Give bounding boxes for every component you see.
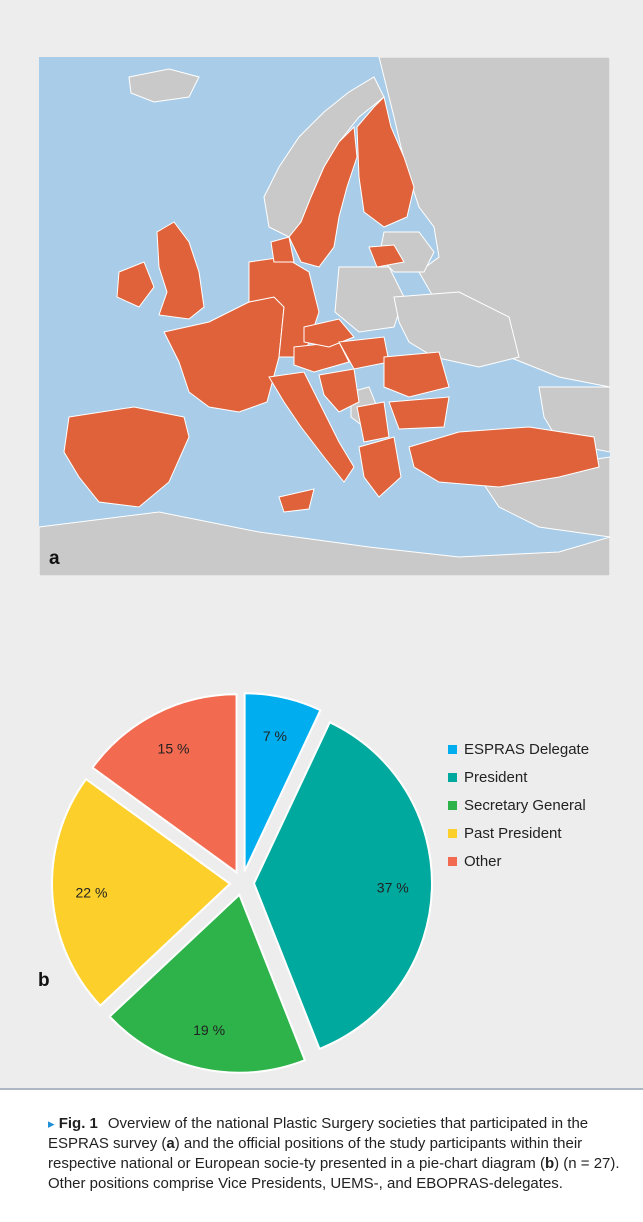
caption-part-1: Overview of the national Plastic Surgery… bbox=[48, 1115, 589, 1152]
caption-ref-a: a bbox=[166, 1135, 175, 1152]
pie-label-secretary-general: 19 % bbox=[193, 1022, 225, 1038]
pie-slice-past-president bbox=[51, 777, 232, 1008]
pie-slice-president bbox=[252, 720, 433, 1051]
pie-label-espras-delegate: 7 % bbox=[263, 728, 287, 744]
pie-label-other: 15 % bbox=[158, 741, 190, 757]
caption-ref-b: b bbox=[544, 1155, 555, 1172]
caption-part-3: ) (n = 27). Other positions comprise Vic… bbox=[48, 1155, 620, 1192]
legend-swatch bbox=[448, 772, 457, 782]
caption-figure-label: Fig. 1 bbox=[58, 1115, 98, 1132]
legend-swatch bbox=[448, 856, 457, 866]
pie-label-past-president: 22 % bbox=[75, 884, 107, 900]
pie-slice-espras-delegate bbox=[243, 692, 322, 872]
caption-arrow-icon: ▸ bbox=[48, 1116, 55, 1131]
pie-slice-other bbox=[91, 693, 238, 875]
legend-label: Secretary General bbox=[464, 796, 586, 814]
europe-map-graphic bbox=[39, 57, 610, 576]
legend-item-past-president: Past President bbox=[448, 821, 589, 845]
pie-chart: 7 % 37 % 19 % 22 % 15 % bbox=[51, 692, 433, 1074]
europe-map: a bbox=[39, 57, 610, 576]
legend-swatch bbox=[448, 828, 457, 838]
legend-item-president: President bbox=[448, 765, 589, 789]
pie-slice-secretary-general bbox=[108, 892, 307, 1074]
legend-item-secretary-general: Secretary General bbox=[448, 793, 589, 817]
caption-part-2: ) and the official positions of the stud… bbox=[48, 1135, 583, 1172]
legend-label: Past President bbox=[464, 824, 562, 842]
panel-letter-b: b bbox=[38, 970, 50, 991]
legend-swatch bbox=[448, 744, 457, 754]
legend-label: ESPRAS Delegate bbox=[464, 740, 590, 758]
legend-label: President bbox=[464, 768, 528, 786]
pie-label-president: 37 % bbox=[377, 880, 409, 896]
legend-item-other: Other bbox=[448, 849, 589, 873]
legend-item-espras-delegate: ESPRAS Delegate bbox=[448, 737, 589, 761]
legend-label: Other bbox=[464, 852, 502, 870]
legend-swatch bbox=[448, 800, 457, 810]
panel-letter-a: a bbox=[49, 548, 60, 569]
